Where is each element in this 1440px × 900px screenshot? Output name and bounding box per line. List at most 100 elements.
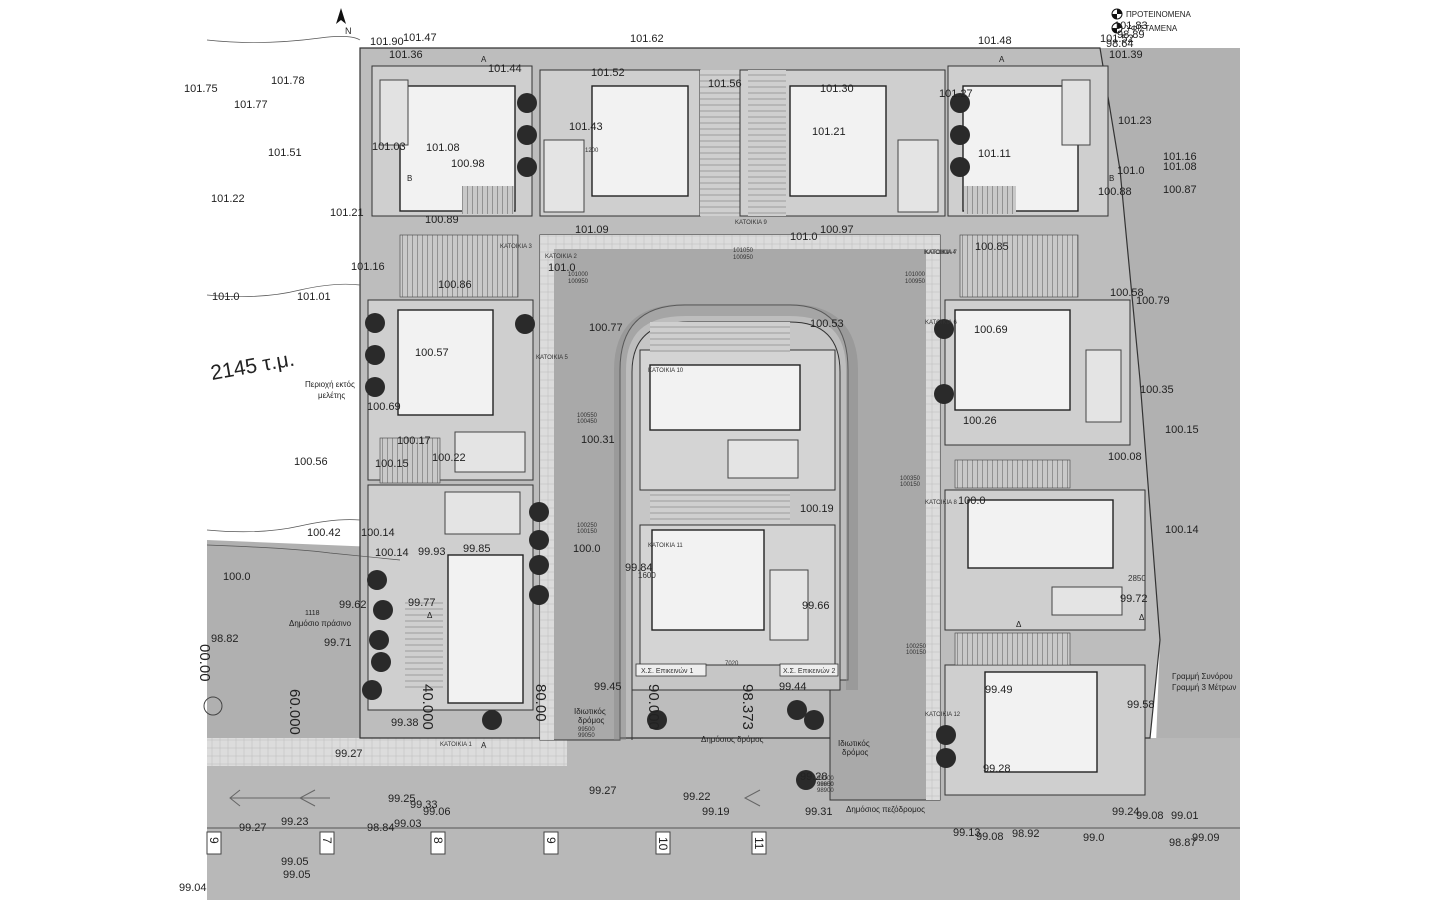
spot-elevation: 100.58 (1110, 287, 1144, 299)
axis-label-5: 11 (752, 837, 766, 850)
public-sidewalk-label: Δημόσιος πεζόδρομος (846, 805, 925, 814)
unit-label: ΚΑΤΟΙΚΙΑ 5 (536, 355, 568, 361)
spot-elevation: 99.33 (410, 799, 438, 811)
spot-elevation: 100.57 (415, 347, 449, 359)
spot-elevation: 99.24 (1112, 806, 1140, 818)
section-marker: Δ (1139, 613, 1145, 622)
spot-elevation: 101.0 (212, 291, 240, 303)
spot-elevation: 99.84 (625, 562, 653, 574)
spot-elevation: 101.90 (370, 36, 404, 48)
spot-elevation: 100.0 (958, 495, 986, 507)
unit-label: ΚΑΤΟΙΚΙΑ 6 (925, 320, 957, 326)
spot-elevation: 101.52 (1100, 33, 1134, 45)
tree (950, 157, 970, 177)
unit-label: ΚΑΤΟΙΚΙΑ 2 (545, 254, 577, 260)
spot-elevation: 101.43 (569, 121, 603, 133)
unit-label: ΚΑΤΟΙΚΙΑ 8 (925, 500, 957, 506)
spot-elevation: 100.19 (800, 503, 834, 515)
spot-elevation: 101.09 (575, 224, 609, 236)
dim-1600: 1600 (638, 571, 656, 580)
level-mark: 101050 (733, 248, 754, 254)
plot-8 (944, 664, 1146, 796)
spot-elevation: 99.31 (805, 806, 833, 818)
spot-elevation: 98.82 (211, 633, 239, 645)
spot-elevation: 100.17 (397, 435, 431, 447)
spot-elevation: 101.33 (0, 0, 34, 3)
spot-elevation: 99.27 (589, 785, 617, 797)
spot-elevation: 101.21 (330, 207, 364, 219)
parking-5 (379, 437, 441, 484)
spot-elevation: 99.27 (239, 822, 267, 834)
spot-elevation: 101.62 (630, 33, 664, 45)
spot-elevation: 101.36 (389, 49, 423, 61)
spot-elevation: 100.14 (361, 527, 395, 539)
spot-elevation: 101.03 (372, 141, 406, 153)
unit-label: ΚΑΤΟΙΚΙΑ 10 (648, 368, 684, 374)
level-mark: 100950 (568, 279, 589, 285)
spot-elevation: 101.30 (820, 83, 854, 95)
unit-label: ΚΑΤΟΙΚΙΑ 11 (648, 543, 683, 549)
spot-elevation: 101.0 (790, 231, 818, 243)
unit-label: ΚΑΤΟΙΚΙΑ 3 (500, 244, 532, 250)
outside-study-line1: Περιοχή εκτός (305, 380, 355, 389)
dim-0000: 00.00 (196, 644, 213, 682)
spot-elevation: 100.98 (451, 158, 485, 170)
section-marker: B (407, 174, 412, 183)
tree (529, 502, 549, 522)
spot-elevation: 101.58 (0, 0, 34, 3)
spot-elevation: 101.51 (268, 147, 302, 159)
tree (517, 157, 537, 177)
plot-9 (367, 484, 534, 711)
spot-elevation: 99.23 (281, 816, 309, 828)
spot-elevation: 101.22 (211, 193, 245, 205)
spot-elevation: 101.78 (271, 75, 305, 87)
spot-elevation: 99.08 (1136, 810, 1164, 822)
dim-2850: 2850 (1128, 574, 1146, 583)
parking-4 (954, 632, 1071, 666)
spot-elevation: 98.92 (1012, 828, 1040, 840)
spot-elevation: 101.27 (939, 88, 973, 100)
spot-elevation: 101.21 (812, 126, 846, 138)
north-label: N (345, 26, 352, 36)
road-sidewalk-left (540, 235, 554, 740)
tree (529, 585, 549, 605)
section-marker: A (481, 55, 487, 64)
axis-label-2: 8 (431, 837, 445, 844)
legend-proposed: ΠΡΟΤΕΙΝΟΜΕΝΑ (1126, 10, 1192, 19)
axis-label-1: 7 (320, 837, 334, 844)
unit-label: ΚΑΤΟΙΚΙΑ 12 (925, 712, 961, 718)
spot-elevation: 101.0 (548, 262, 576, 274)
spot-elevation: 100.97 (820, 224, 854, 236)
spot-elevation: 98.87 (1169, 837, 1197, 849)
tree (362, 680, 382, 700)
island-sidewalk (614, 304, 858, 740)
tree (934, 384, 954, 404)
spot-elevation: 99.45 (594, 681, 622, 693)
spot-elevation: 100.89 (425, 214, 459, 226)
tree (365, 377, 385, 397)
plot-1 (371, 65, 533, 217)
private-road-2-line2: δρόμος (842, 748, 869, 757)
tree (936, 725, 956, 745)
east-land (1100, 48, 1240, 900)
public-green-number: 1118 (305, 610, 320, 617)
survey-point (203, 696, 223, 716)
tree (950, 125, 970, 145)
spot-elevation: 101.08 (426, 142, 460, 154)
spot-elevation: 99.06 (423, 806, 451, 818)
spot-elevation: 99.28 (983, 763, 1011, 775)
spot-elevation: 100.31 (581, 434, 615, 446)
level-mark: 98900 (817, 782, 834, 788)
boundary-line-label: Γραμμή Συνόρου (1172, 672, 1233, 681)
spot-elevation: 99.05 (281, 856, 309, 868)
sidewalk-strip (207, 738, 567, 766)
tree (515, 314, 535, 334)
plot-3 (739, 69, 946, 217)
parking-2 (959, 234, 1079, 298)
spot-elevation: 100.79 (1136, 295, 1170, 307)
spot-elevation: 101.16 (1163, 151, 1197, 163)
spot-elevation: 100.35 (1140, 384, 1174, 396)
three-m-line-label: Γραμμή 3 Μέτρων (1172, 683, 1236, 692)
